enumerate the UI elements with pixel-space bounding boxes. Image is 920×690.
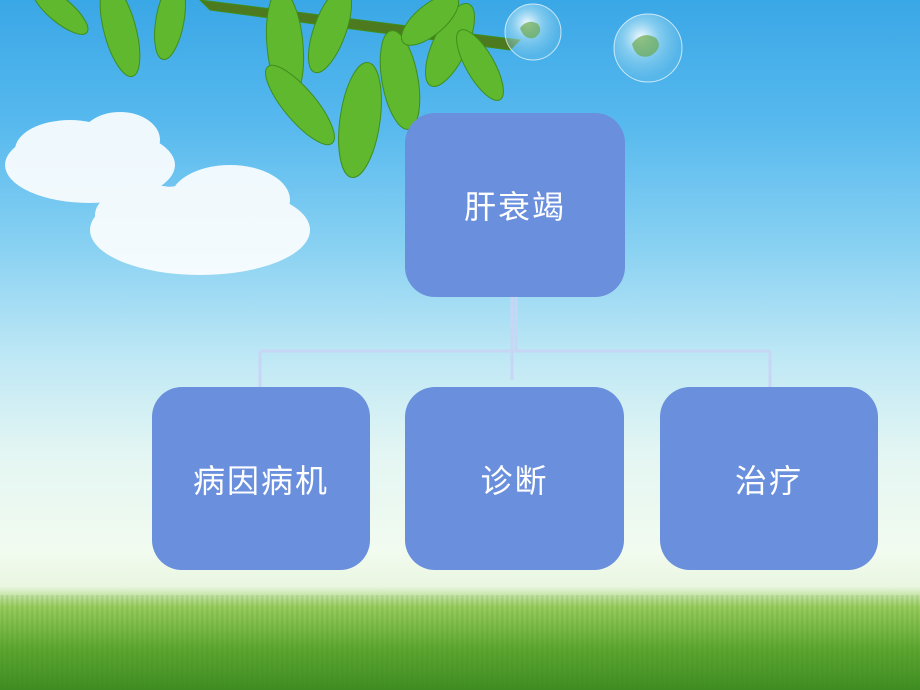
child-node-label: 治疗 (734, 461, 803, 500)
cloud-illustration (5, 112, 310, 275)
child-node-label: 诊断 (480, 461, 549, 500)
child-node-diagnosis: 诊断 (405, 387, 624, 570)
grass-field (0, 595, 920, 690)
root-node-label: 肝衰竭 (463, 188, 566, 226)
child-node-treatment: 治疗 (660, 387, 878, 570)
bubbles-illustration (504, 3, 683, 83)
root-node: 肝衰竭 (405, 113, 625, 297)
leaves-illustration (31, 0, 522, 179)
child-node-label: 病因病机 (192, 461, 329, 500)
child-node-pathogenesis: 病因病机 (152, 387, 370, 570)
